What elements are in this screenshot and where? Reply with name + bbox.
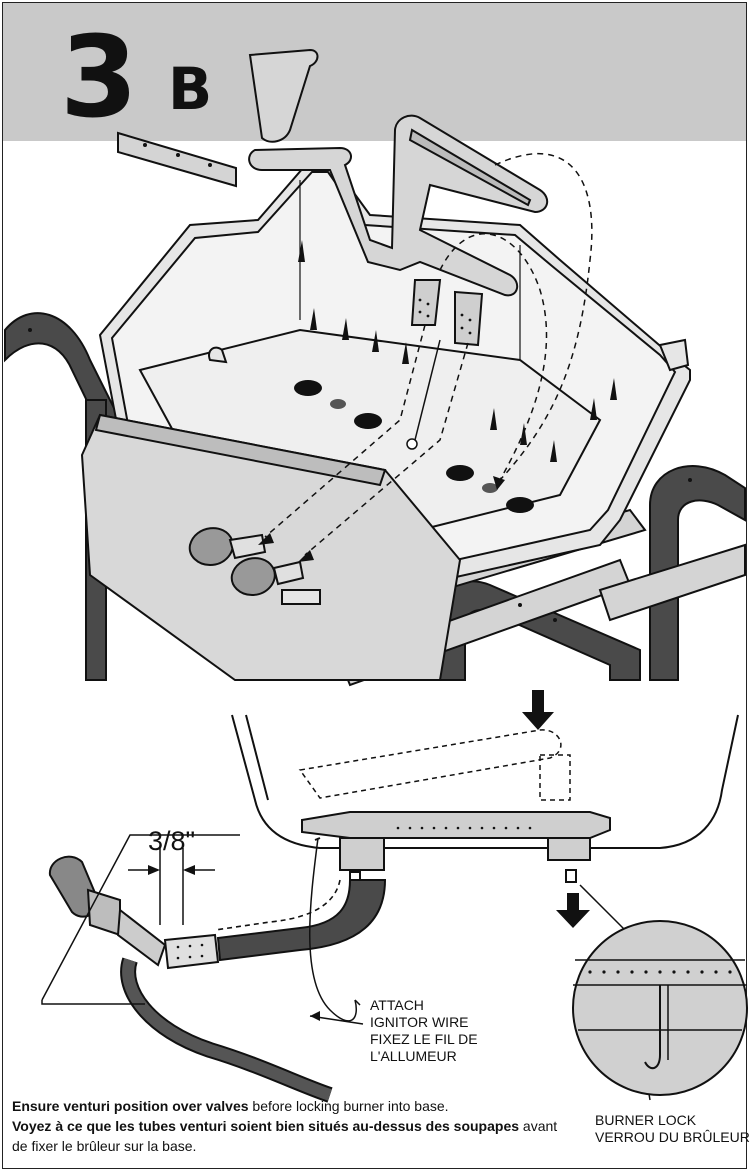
burner-detail [231,714,739,849]
burner-lock-fr: VERROU DU BRÛLEUR [595,1129,750,1145]
ignitor-callout: ATTACH IGNITOR WIRE FIXEZ LE FIL DE L'AL… [370,997,478,1065]
step-number: 3 [60,13,138,143]
ignitor-en-line2: IGNITOR WIRE [370,1014,469,1030]
instruction-fr-bold: Voyez à ce que les tubes venturi soient … [12,1118,520,1134]
instruction-en-rest: before locking burner into base. [248,1098,449,1114]
control-panel [80,413,462,681]
dashed-guides [264,153,593,556]
burner-lock-callout: BURNER LOCK VERROU DU BRÛLEUR [595,1112,750,1146]
measurement-label: 3/8" [148,826,196,856]
header-band [3,3,746,141]
ignitor-fr-line1: FIXEZ LE FIL DE [370,1031,478,1047]
instruction-en-bold: Ensure venturi position over valves [12,1098,249,1114]
instruction-fr-rest: avant de fixer le brûleur sur la base. [12,1118,558,1154]
burner-lock-en: BURNER LOCK [595,1112,697,1128]
ignitor-en-line1: ATTACH [370,997,424,1013]
control-knobs [188,527,321,605]
down-arrows [522,690,590,928]
burner-lock-detail [572,920,748,1096]
step-letter: B [168,55,213,123]
ignitor-fr-line2: L'ALLUMEUR [370,1048,457,1064]
instruction-note: Ensure venturi position over valves befo… [12,1096,572,1156]
venturi-tubes [410,279,484,347]
burner [248,48,549,297]
